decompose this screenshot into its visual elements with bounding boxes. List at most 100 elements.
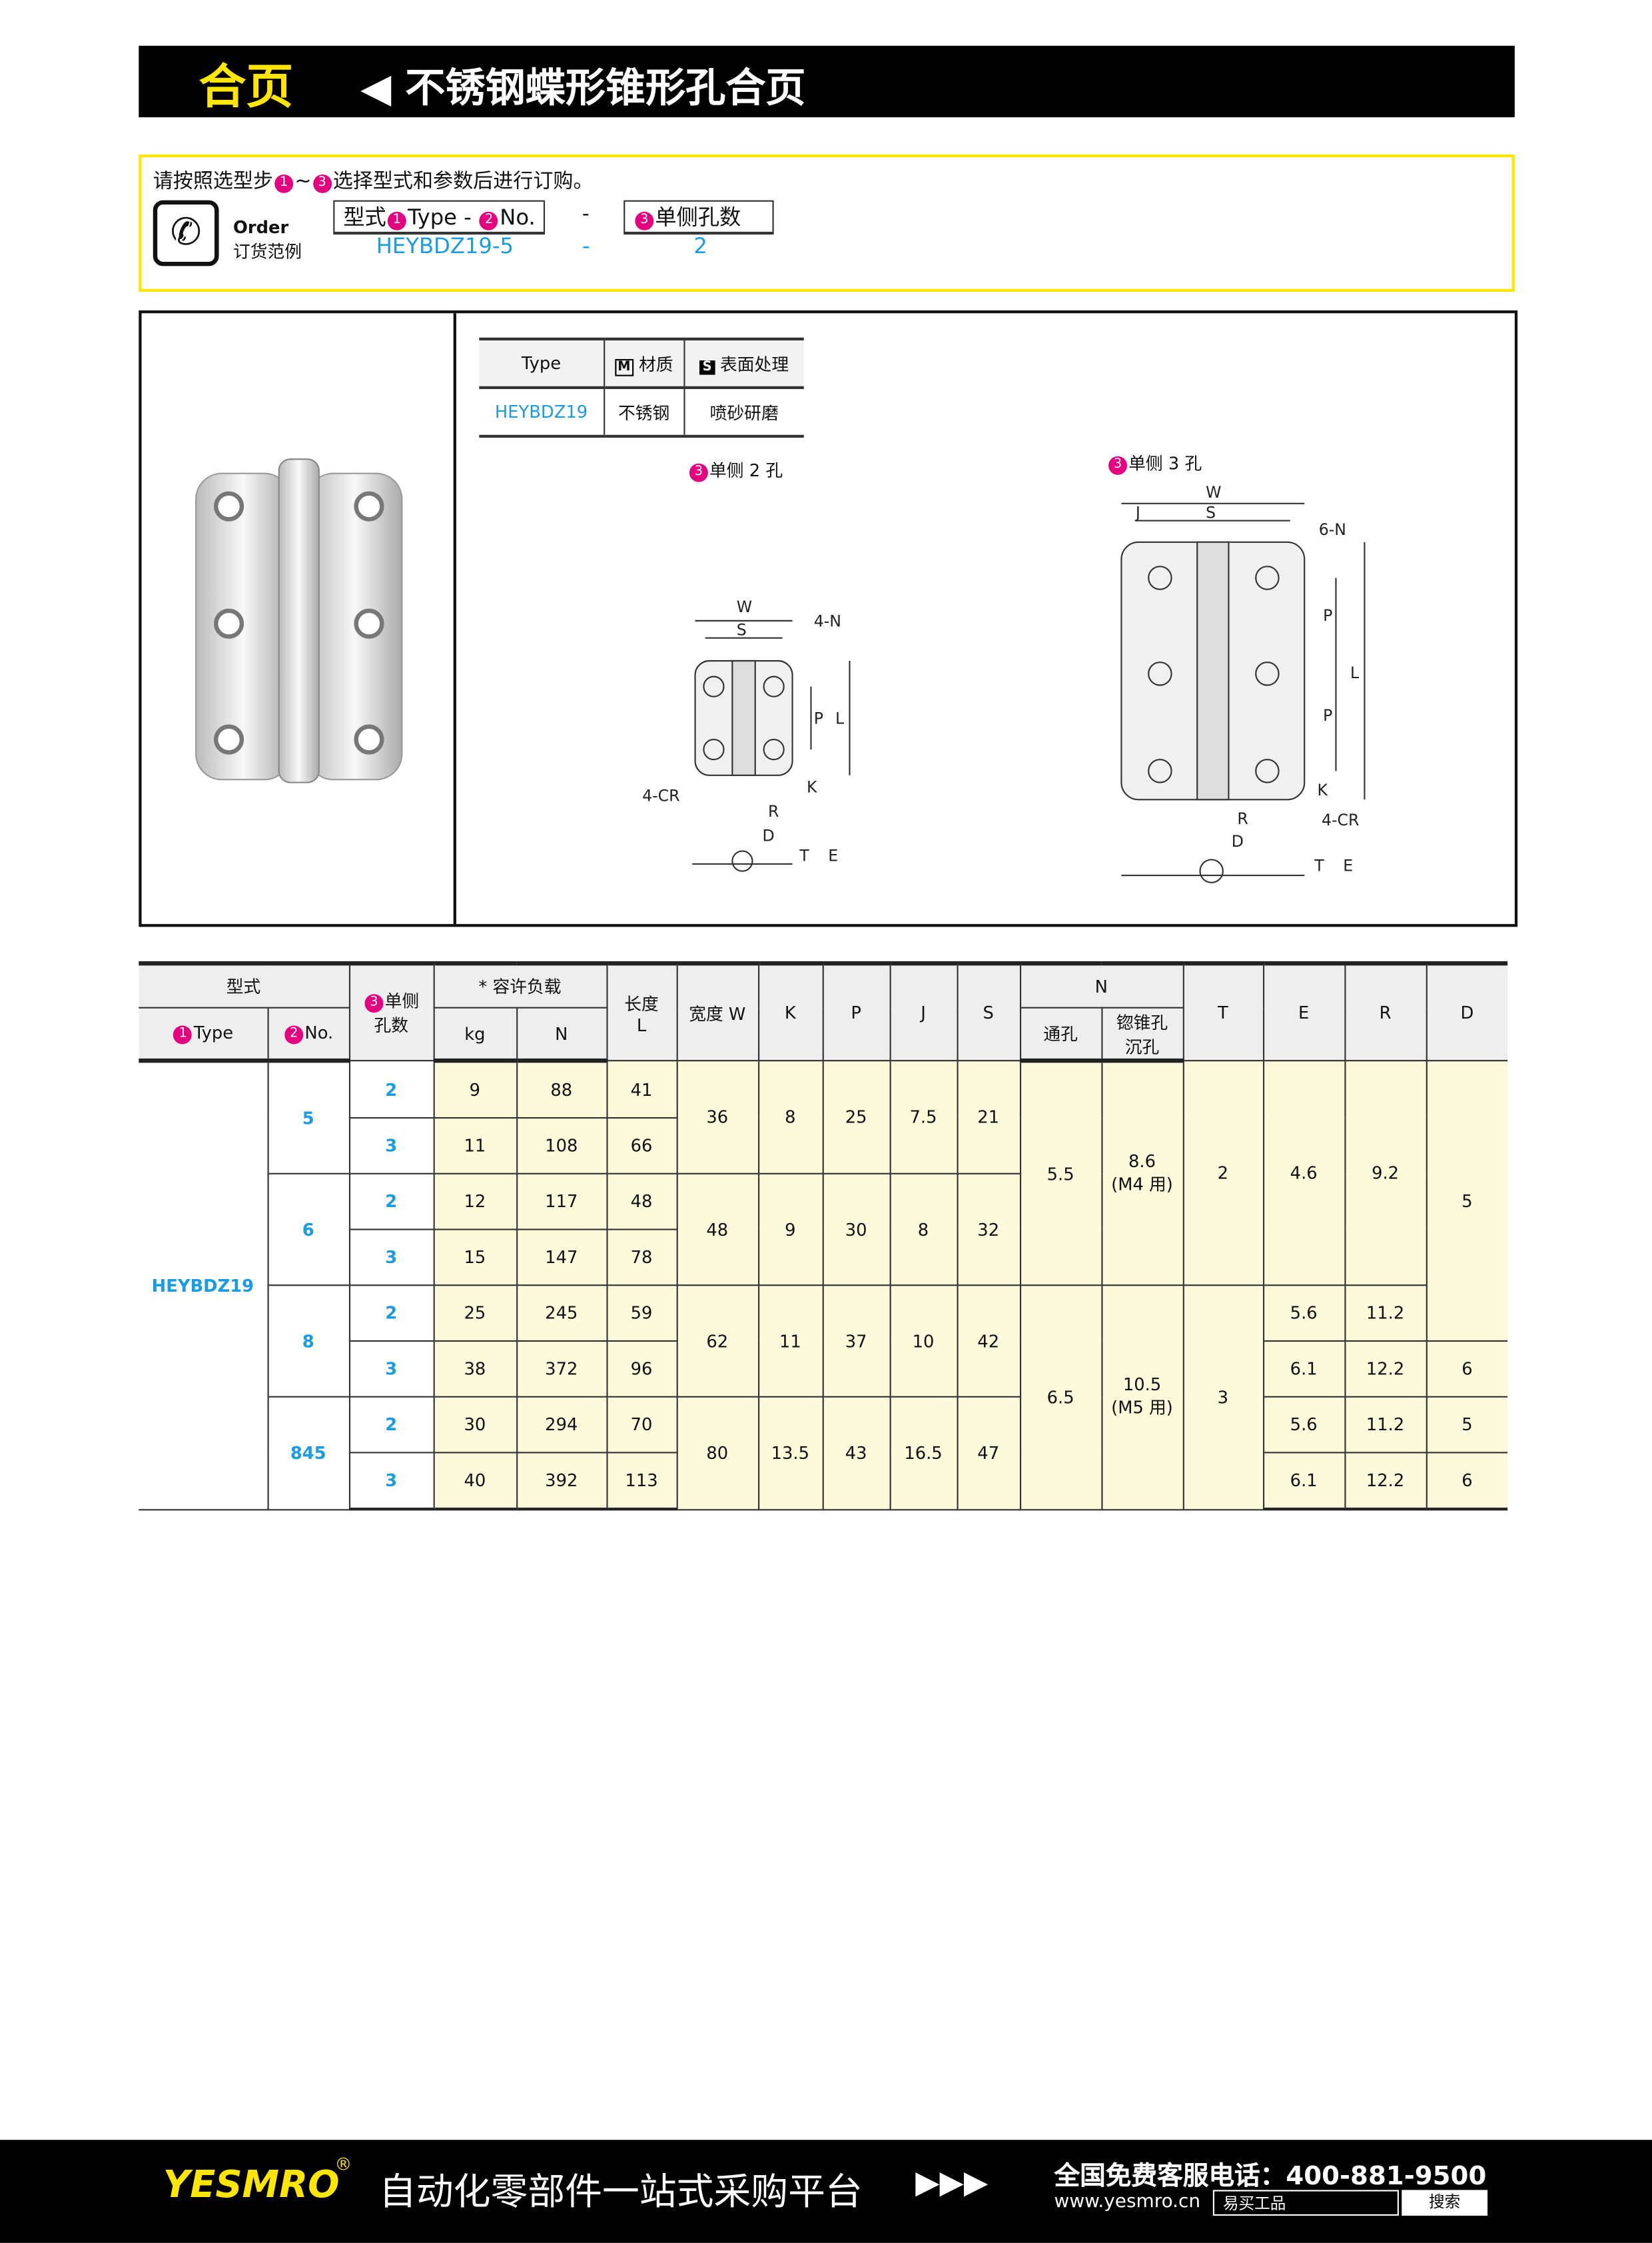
text: 8.6 [1128,1151,1156,1172]
cell-k: 11 [757,1284,823,1398]
cell-j: 8 [889,1172,958,1286]
cell-e: 6.1 [1262,1340,1346,1398]
cell-newton: 294 [516,1396,608,1454]
step-badge: 2 [284,1025,304,1045]
label-l: L [1350,664,1360,682]
text: Type - [407,205,472,230]
th-t: T [1182,961,1264,1062]
website-url[interactable]: www.yesmro.cn [1054,2191,1201,2213]
cell-newton: 372 [516,1340,608,1398]
cell-p: 43 [821,1396,891,1510]
text: 型式 [343,205,386,230]
spec-material: 不锈钢 [603,386,684,438]
cell-j: 16.5 [889,1396,958,1510]
text: 表面处理 [720,354,789,374]
th-e: E [1262,961,1346,1062]
cell-k: 13.5 [757,1396,823,1510]
cell-w: 62 [675,1284,759,1398]
spec-surface: 喷砂研磨 [683,386,804,438]
cell-length: 48 [606,1172,677,1230]
spec-header-material: M 材质 [603,337,684,388]
order-label-cn: 订货范例 [232,241,302,262]
category-title: 合页 [199,59,294,115]
step-badge: 1 [274,174,294,193]
separator: - [582,203,590,226]
text: 单侧 3 孔 [1128,453,1202,474]
cell-kg: 40 [432,1452,518,1511]
text: 请按照选型步 [153,170,274,193]
text: 沉孔 [1124,1036,1160,1057]
label-r: R [1237,809,1248,828]
label-4cr: 4-CR [642,786,679,805]
th-j: J [889,961,958,1062]
cell-p: 30 [821,1172,891,1286]
label-p: P [1323,706,1332,725]
cell-newton: 117 [516,1172,608,1230]
text: 长度 [624,993,659,1014]
cell-length: 96 [606,1340,677,1398]
step-badge: 3 [635,211,654,230]
cell-e: 6.1 [1262,1452,1346,1511]
th-k: K [757,961,823,1062]
hotline: 全国免费客服电话：400-881-9500 [1054,2161,1487,2192]
registered-mark: ® [334,2154,352,2174]
label-s: S [737,620,747,639]
label-4cr: 4-CR [1322,811,1359,829]
cell-kg: 25 [432,1284,518,1342]
text: 孔数 [374,1015,409,1036]
text: 选择型式和参数后进行订购。 [332,170,594,193]
cell-newton: 88 [516,1060,608,1119]
label-r: R [768,802,779,821]
th-width: 宽度 W [675,961,759,1062]
cell-d: 5 [1425,1060,1508,1342]
text: 单侧 [384,991,420,1012]
cell-t: 2 [1182,1060,1264,1286]
label-t: T [1314,857,1324,875]
cell-r: 12.2 [1344,1340,1427,1398]
cell-e: 5.6 [1262,1396,1346,1454]
cell-countersink: 8.6(M4 用) [1100,1060,1184,1286]
label-j: J [1134,503,1140,522]
label-t: T [799,847,809,865]
drawing-2holes: W S 4-N 4-CR P L K R D T E [642,598,851,872]
cell-countersink: 10.5(M5 用) [1100,1284,1184,1510]
search-button[interactable]: 搜索 [1402,2190,1488,2216]
example-holes: 2 [693,232,707,259]
label-6n: 6-N [1319,520,1346,539]
cell-s: 21 [956,1060,1021,1174]
surface-icon: S [699,360,715,374]
cell-holes: 3 [348,1452,434,1511]
cell-s: 42 [956,1284,1021,1398]
th-type-group: 型式 [139,961,350,1009]
cell-k: 9 [757,1172,823,1286]
label-w: W [1206,483,1221,502]
th-newton: N [516,1007,608,1063]
cell-p: 37 [821,1284,891,1398]
step-badge: 3 [312,174,332,193]
label-w: W [737,598,752,616]
divider [453,313,456,925]
search-input[interactable]: 易买工品 [1212,2190,1399,2216]
spec-type: HEYBDZ19 [479,386,604,438]
cell-newton: 245 [516,1284,608,1342]
text: No. [304,1023,334,1043]
cell-length: 41 [606,1060,677,1119]
cell-kg: 12 [432,1172,518,1230]
material-icon: M [614,358,633,376]
text: 单侧孔数 [655,205,741,230]
cell-holes: 2 [348,1172,434,1230]
